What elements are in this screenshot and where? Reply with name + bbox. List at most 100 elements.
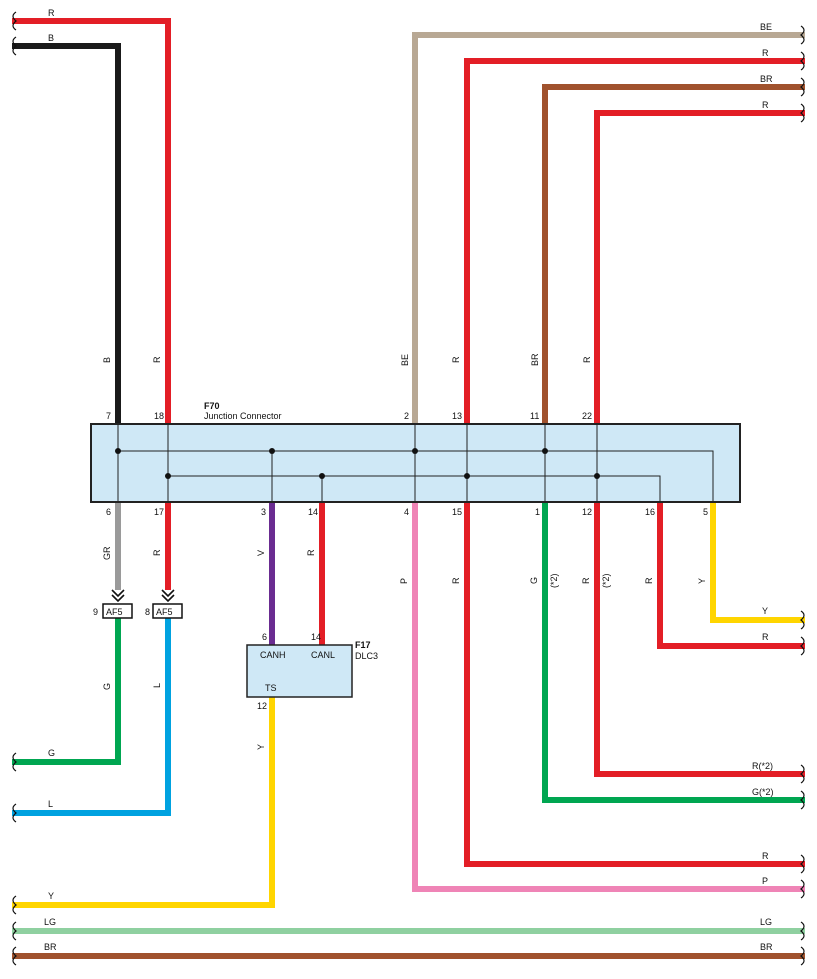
wire-break-icon <box>12 946 17 966</box>
wire-break-icon <box>800 610 805 630</box>
label-right-r15: R <box>762 851 769 861</box>
label-v-y5: Y <box>697 578 707 584</box>
label-bot-br-left: BR <box>44 942 57 952</box>
splice-dot <box>319 473 325 479</box>
label-v-p: P <box>399 578 409 584</box>
label-right-g2: G(*2) <box>752 787 774 797</box>
pin-3: 3 <box>261 507 266 517</box>
af5-label-9: AF5 <box>106 607 123 617</box>
af5-pin-9: 9 <box>93 607 98 617</box>
wire-br-11 <box>542 84 805 423</box>
af5-pin-8: 8 <box>145 607 150 617</box>
pin-6: 6 <box>106 507 111 517</box>
wire-g-1 <box>542 503 805 803</box>
label-v-r17: R <box>152 549 162 556</box>
label-v-r22: R <box>582 356 592 363</box>
wire-r-15 <box>464 503 805 867</box>
wire-y-ts <box>12 697 275 908</box>
wire-g-af5-9 <box>12 618 121 765</box>
label-bot-g: G <box>48 748 55 758</box>
label-bot-l: L <box>48 799 53 809</box>
pin-11: 11 <box>530 411 539 421</box>
label-right-r16: R <box>762 632 769 642</box>
label-v-v: V <box>256 550 266 556</box>
label-top-b-left: B <box>48 33 54 43</box>
label-v-y-ts: Y <box>256 744 266 750</box>
pin-22: 22 <box>582 411 592 421</box>
splice-dot <box>464 473 470 479</box>
splice-dot <box>542 448 548 454</box>
label-v-gr: GR <box>102 546 112 560</box>
pin-12: 12 <box>582 507 592 517</box>
af5-connector-9 <box>102 603 133 619</box>
wire-p-4 <box>412 503 805 892</box>
f17-pin-12: 12 <box>257 701 267 711</box>
f17-name: DLC3 <box>355 651 378 661</box>
pin-16: 16 <box>645 507 655 517</box>
f70-bus-upper <box>117 424 714 502</box>
pin-2: 2 <box>404 411 409 421</box>
label-right-p: P <box>762 876 768 886</box>
label-top-be-right: BE <box>760 22 772 32</box>
label-bot-y: Y <box>48 891 54 901</box>
label-right-y: Y <box>762 606 768 616</box>
f17-ts: TS <box>265 683 277 693</box>
wire-y-5 <box>710 503 805 623</box>
label-v-g1-note: (*2) <box>549 573 559 588</box>
label-v-g-left: G <box>102 683 112 690</box>
label-v-r12-note: (*2) <box>601 573 611 588</box>
f17-dlc3 <box>246 644 353 698</box>
label-right-r2: R(*2) <box>752 761 773 771</box>
af5-chevron-icon <box>111 589 125 603</box>
label-v-l-left: L <box>152 683 162 688</box>
wire-r-13 <box>464 58 805 423</box>
wire-b-7 <box>12 43 121 423</box>
f17-pin-14: 14 <box>311 632 321 642</box>
wire-break-icon <box>800 51 805 71</box>
label-v-r: R <box>152 356 162 363</box>
wire-r-18 <box>12 18 171 423</box>
wire-break-icon <box>800 946 805 966</box>
f17-canh: CANH <box>260 650 286 660</box>
f70-name: Junction Connector <box>204 411 282 421</box>
label-v-r14: R <box>306 549 316 556</box>
f70-bus-lower <box>167 424 661 502</box>
label-v-be: BE <box>400 354 410 366</box>
label-top-r2-right: R <box>762 100 769 110</box>
wire-break-icon <box>800 25 805 45</box>
f17-code: F17 <box>355 640 371 650</box>
splice-dot <box>269 448 275 454</box>
pin-4: 4 <box>404 507 409 517</box>
splice-dot <box>115 448 121 454</box>
splice-dot <box>594 473 600 479</box>
wire-break-icon <box>12 803 17 823</box>
wire-r-12 <box>594 503 805 777</box>
wire-break-icon <box>800 77 805 97</box>
pin-15: 15 <box>452 507 462 517</box>
label-bot-lg-right: LG <box>760 917 772 927</box>
label-top-r-left: R <box>48 8 55 18</box>
pin-1: 1 <box>535 507 540 517</box>
wire-break-icon <box>800 854 805 874</box>
wire-break-icon <box>12 895 17 915</box>
wire-break-icon <box>800 636 805 656</box>
wire-break-icon <box>12 921 17 941</box>
wire-r-16 <box>657 503 805 649</box>
wire-break-icon <box>800 103 805 123</box>
pin-14: 14 <box>308 507 318 517</box>
label-bot-br-right: BR <box>760 942 773 952</box>
af5-chevron-icon <box>161 589 175 603</box>
f17-canl: CANL <box>311 650 335 660</box>
wire-break-icon <box>800 790 805 810</box>
label-top-r1-right: R <box>762 48 769 58</box>
label-v-r12: R <box>581 577 591 584</box>
splice-dot <box>412 448 418 454</box>
wire-r-22 <box>594 110 805 423</box>
wire-l-af5-8 <box>12 618 171 816</box>
label-v-r16: R <box>644 577 654 584</box>
af5-connector-8 <box>152 603 183 619</box>
label-v-b: B <box>102 357 112 363</box>
pin-18: 18 <box>154 411 164 421</box>
pin-13: 13 <box>452 411 462 421</box>
